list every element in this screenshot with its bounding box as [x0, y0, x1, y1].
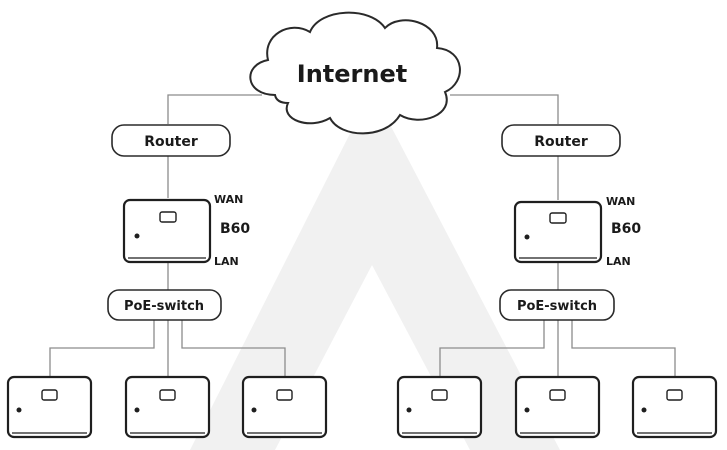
right-router-label: Router	[534, 134, 588, 150]
right-gateway-led	[524, 234, 530, 240]
right-node-2	[514, 375, 601, 439]
link-right-switch-node-3	[571, 320, 676, 376]
left-gateway-device	[122, 198, 212, 264]
left-gateway-port	[159, 211, 177, 223]
right-router: Router	[501, 124, 621, 157]
left-gateway-led	[134, 233, 140, 239]
left-switch-label: PoE-switch	[124, 299, 204, 314]
left-router-box	[111, 124, 231, 157]
right-device-label: B60	[611, 221, 641, 237]
left-router: Router	[111, 124, 231, 157]
right-gateway-device	[513, 200, 603, 264]
right-node-3	[631, 375, 718, 439]
link-right-switch-node-1	[439, 320, 545, 376]
right-node-2-led	[524, 407, 530, 413]
left-router-label: Router	[144, 134, 198, 150]
right-gateway-port	[549, 212, 567, 224]
left-node-1	[6, 375, 93, 439]
right-node-2-body	[514, 375, 601, 439]
right-node-3-body	[631, 375, 718, 439]
right-node-1-led	[406, 407, 412, 413]
left-node-2	[124, 375, 211, 439]
left-node-2-led	[134, 407, 140, 413]
left-node-3-led	[251, 407, 257, 413]
link-left-switch-node-1	[49, 320, 155, 376]
left-device-label: B60	[220, 221, 250, 237]
link-internet-left-router	[167, 94, 262, 124]
cloud-icon	[249, 11, 461, 135]
right-poe-switch: PoE-switch	[499, 289, 615, 321]
left-node-3-port	[276, 389, 293, 401]
right-switch-box	[499, 289, 615, 321]
left-node-2-body	[124, 375, 211, 439]
connection-lines	[49, 94, 676, 376]
right-lan-label: LAN	[606, 255, 631, 268]
right-node-1	[396, 375, 483, 439]
left-node-2-port	[159, 389, 176, 401]
left-node-1-led	[16, 407, 22, 413]
link-internet-right-router	[450, 94, 559, 124]
left-switch-box	[107, 289, 222, 321]
left-node-3-body	[241, 375, 328, 439]
left-node-3	[241, 375, 328, 439]
left-lan-label: LAN	[214, 255, 239, 268]
link-left-switch-node-3	[181, 320, 286, 376]
right-router-box	[501, 124, 621, 157]
left-poe-switch: PoE-switch	[107, 289, 222, 321]
internet-label: Internet	[297, 60, 407, 88]
right-node-3-port	[666, 389, 683, 401]
right-node-1-body	[396, 375, 483, 439]
left-node-1-body	[6, 375, 93, 439]
right-switch-label: PoE-switch	[517, 299, 597, 314]
internet-cloud: Internet	[249, 11, 461, 135]
watermark-triangle	[190, 90, 560, 450]
right-node-3-led	[641, 407, 647, 413]
left-wan-label: WAN	[214, 193, 243, 206]
left-node-1-port	[41, 389, 58, 401]
left-gateway-body	[122, 198, 212, 264]
right-node-2-port	[549, 389, 566, 401]
right-node-1-port	[431, 389, 448, 401]
right-wan-label: WAN	[606, 195, 635, 208]
right-gateway-body	[513, 200, 603, 264]
